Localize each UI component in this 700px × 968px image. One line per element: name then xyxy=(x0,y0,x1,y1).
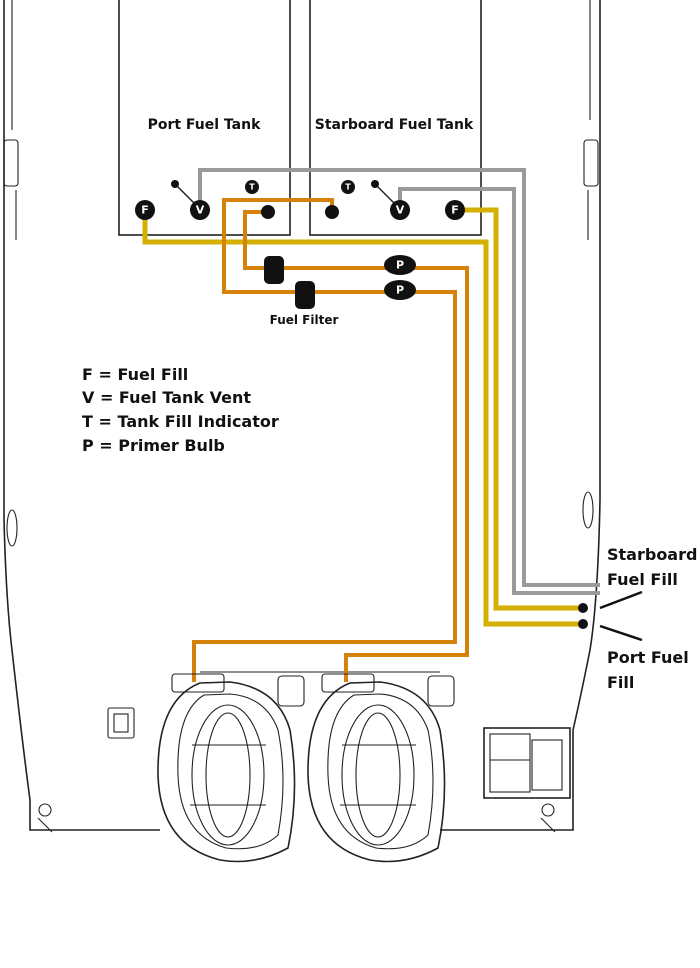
primer-bulb-1-label: P xyxy=(396,259,404,272)
supply-lines xyxy=(192,198,469,682)
starboard-indicator-node xyxy=(341,180,355,194)
starboard-fuel-tank: Starboard Fuel Tank xyxy=(309,0,482,236)
starboard-fill-label-1: Starboard xyxy=(607,545,697,564)
starboard-deck-fill xyxy=(578,603,588,613)
port-fill-label-1: Port Fuel xyxy=(607,648,689,667)
legend-fill: F = Fuel Fill xyxy=(82,365,188,384)
starboard-fuel-fill-node xyxy=(445,200,465,220)
primer-bulbs: P P xyxy=(384,255,416,300)
starboard-vent-line xyxy=(398,187,600,595)
port-vent-line xyxy=(198,168,600,587)
vent-lines xyxy=(198,168,600,595)
starboard-tank-nodes: T V F xyxy=(325,180,465,220)
starboard-fill-node-label: F xyxy=(451,204,459,217)
starboard-tank-label: Starboard Fuel Tank xyxy=(315,117,474,133)
port-supply-line xyxy=(192,198,457,682)
port-fuel-fill-node xyxy=(135,200,155,220)
port-fill-line xyxy=(142,210,583,627)
port-vent-node-label: V xyxy=(196,204,205,217)
fuel-filter-2 xyxy=(295,281,315,309)
fill-lines xyxy=(142,207,583,627)
legend-indicator: T = Tank Fill Indicator xyxy=(82,412,279,431)
legend-primer: P = Primer Bulb xyxy=(82,436,225,455)
starboard-fill-line xyxy=(455,207,583,611)
port-tank-label: Port Fuel Tank xyxy=(148,117,262,133)
port-outboard-engine xyxy=(157,673,305,863)
port-indicator-node-label: T xyxy=(249,183,255,192)
legend: F = Fuel Fill V = Fuel Tank Vent T = Tan… xyxy=(82,365,279,455)
deck-fill-points: Starboard Fuel Fill Port Fuel Fill xyxy=(578,545,697,692)
fuel-filters: Fuel Filter xyxy=(264,256,338,327)
hull-outline xyxy=(3,0,601,833)
starboard-indicator-node-label: T xyxy=(345,183,351,192)
port-fill-node-label: F xyxy=(141,204,149,217)
legend-vent: V = Fuel Tank Vent xyxy=(82,388,251,407)
port-tank-nodes: F V T xyxy=(135,180,275,220)
primer-bulb-1 xyxy=(384,255,416,275)
port-fuel-tank: Port Fuel Tank xyxy=(118,0,291,236)
port-fill-label-2: Fill xyxy=(607,673,634,692)
primer-bulb-2 xyxy=(384,280,416,300)
starboard-fill-label-2: Fuel Fill xyxy=(607,570,678,589)
starboard-supply-line xyxy=(243,210,469,682)
starboard-supply-pickup xyxy=(325,205,339,219)
primer-bulb-2-label: P xyxy=(396,284,404,297)
port-deck-fill xyxy=(578,619,588,629)
fuel-filter-label: Fuel Filter xyxy=(270,313,339,327)
starboard-vent-node-label: V xyxy=(396,204,405,217)
port-indicator-node xyxy=(245,180,259,194)
starboard-vent-node xyxy=(390,200,410,220)
starboard-outboard-engine xyxy=(307,673,455,863)
port-supply-pickup xyxy=(261,205,275,219)
port-vent-node xyxy=(190,200,210,220)
fuel-filter-1 xyxy=(264,256,284,284)
